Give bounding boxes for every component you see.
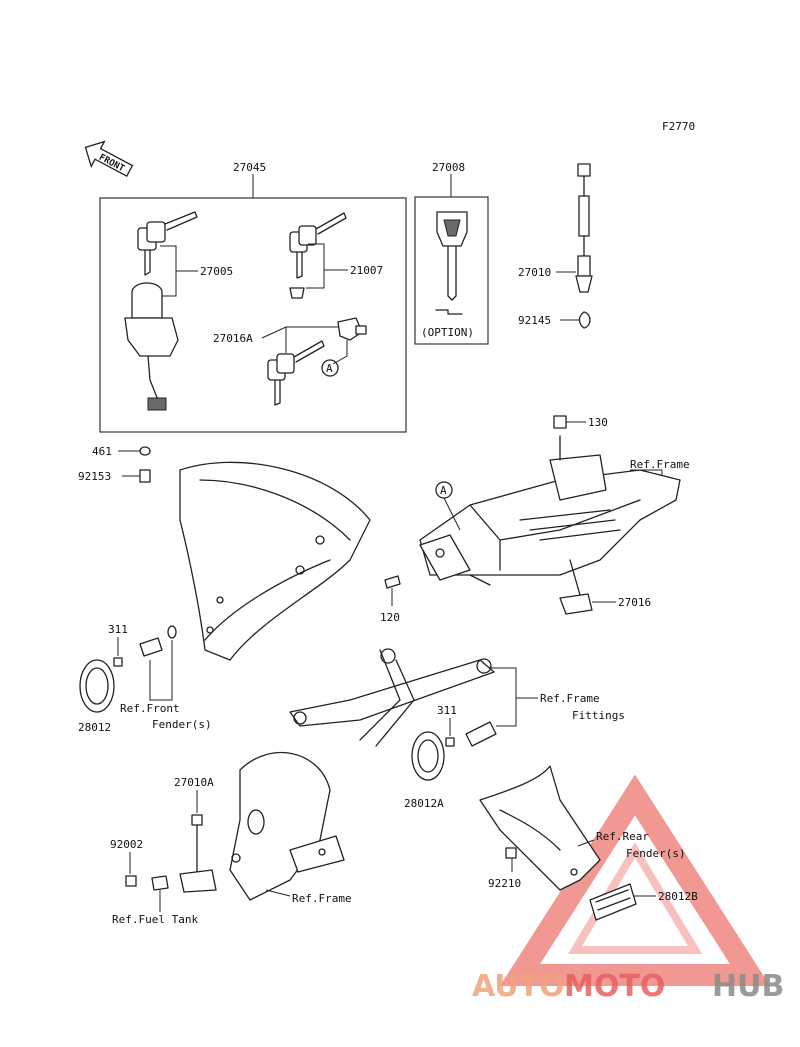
watermark-hub: HUB bbox=[712, 969, 784, 1004]
part-label-27045: 27045 bbox=[233, 161, 266, 174]
seat-lock-27016A bbox=[267, 317, 367, 406]
ref-frame-fittings-1: Ref.Frame bbox=[540, 692, 600, 705]
part-label-27005: 27005 bbox=[200, 265, 233, 278]
nut-311-left bbox=[113, 657, 123, 667]
part-label-21007: 21007 bbox=[350, 264, 383, 277]
part-label-311-left: 311 bbox=[108, 623, 128, 636]
reflector-28012 bbox=[79, 659, 115, 713]
clip-92145 bbox=[578, 311, 591, 329]
blank-key-27008 bbox=[435, 211, 468, 315]
part-label-120: 120 bbox=[380, 611, 400, 624]
ref-front-fender-1: Ref.Front bbox=[120, 702, 180, 715]
callout-a-top: A bbox=[326, 362, 333, 375]
option-label: (OPTION) bbox=[421, 326, 474, 339]
rear-fender bbox=[479, 765, 601, 891]
front-arrow-icon: FRONT bbox=[84, 140, 134, 178]
watermark-text: AUTO MOTO HUB bbox=[472, 969, 784, 1004]
watermark-auto: AUTO bbox=[472, 969, 565, 1004]
nut-92210 bbox=[505, 847, 517, 859]
part-label-28012: 28012 bbox=[78, 721, 111, 734]
part-label-311-right: 311 bbox=[437, 704, 457, 717]
part-label-92002: 92002 bbox=[110, 838, 143, 851]
ref-rear-fender-1: Ref.Rear bbox=[596, 830, 649, 843]
spacer-front-reflector bbox=[139, 637, 163, 657]
ref-frame-bottom: Ref.Frame bbox=[292, 892, 352, 905]
fuel-level-sensor-27010A bbox=[179, 814, 217, 893]
ref-fuel-tank: Ref.Fuel Tank bbox=[112, 913, 198, 926]
ref-frame-top: Ref.Frame bbox=[630, 458, 690, 471]
washer-461 bbox=[139, 446, 151, 456]
ignition-switch bbox=[124, 282, 179, 411]
key-set-21007 bbox=[289, 212, 347, 299]
part-label-28012A: 28012A bbox=[404, 797, 444, 810]
spacer-rear-reflector bbox=[465, 721, 497, 747]
watermark-moto: MOTO bbox=[564, 969, 665, 1004]
ref-rear-fender-2: Fender(s) bbox=[626, 847, 686, 860]
bolt-120 bbox=[384, 575, 401, 589]
figure-code: F2770 bbox=[662, 120, 695, 133]
ref-front-fender-2: Fender(s) bbox=[152, 718, 212, 731]
part-label-27016A: 27016A bbox=[213, 332, 253, 345]
reflector-28012B bbox=[589, 883, 637, 921]
part-label-92145: 92145 bbox=[518, 314, 551, 327]
part-label-130: 130 bbox=[588, 416, 608, 429]
callout-a-frame: A bbox=[440, 484, 447, 497]
bolt-130 bbox=[553, 415, 567, 429]
part-label-27008: 27008 bbox=[432, 161, 465, 174]
seat-lock-27016 bbox=[559, 593, 593, 615]
reflector-28012A bbox=[411, 731, 445, 781]
frame-subassembly bbox=[419, 435, 681, 596]
part-label-27016: 27016 bbox=[618, 596, 651, 609]
frame-fittings-bracket bbox=[289, 648, 495, 747]
part-label-461: 461 bbox=[92, 445, 112, 458]
frame-lower-section bbox=[229, 751, 345, 901]
part-label-28012B: 28012B bbox=[658, 890, 698, 903]
bolt-92153 bbox=[139, 469, 151, 483]
ref-frame-fittings-2: Fittings bbox=[572, 709, 625, 722]
part-label-27010: 27010 bbox=[518, 266, 551, 279]
part-label-92153: 92153 bbox=[78, 470, 111, 483]
part-label-92210: 92210 bbox=[488, 877, 521, 890]
switch-sensor-27010 bbox=[575, 163, 593, 293]
front-fender bbox=[179, 461, 371, 661]
part-label-27010A: 27010A bbox=[174, 776, 214, 789]
key-set-27005 bbox=[137, 211, 198, 276]
bolt-92002 bbox=[125, 875, 137, 887]
nut-311-right bbox=[445, 737, 455, 747]
